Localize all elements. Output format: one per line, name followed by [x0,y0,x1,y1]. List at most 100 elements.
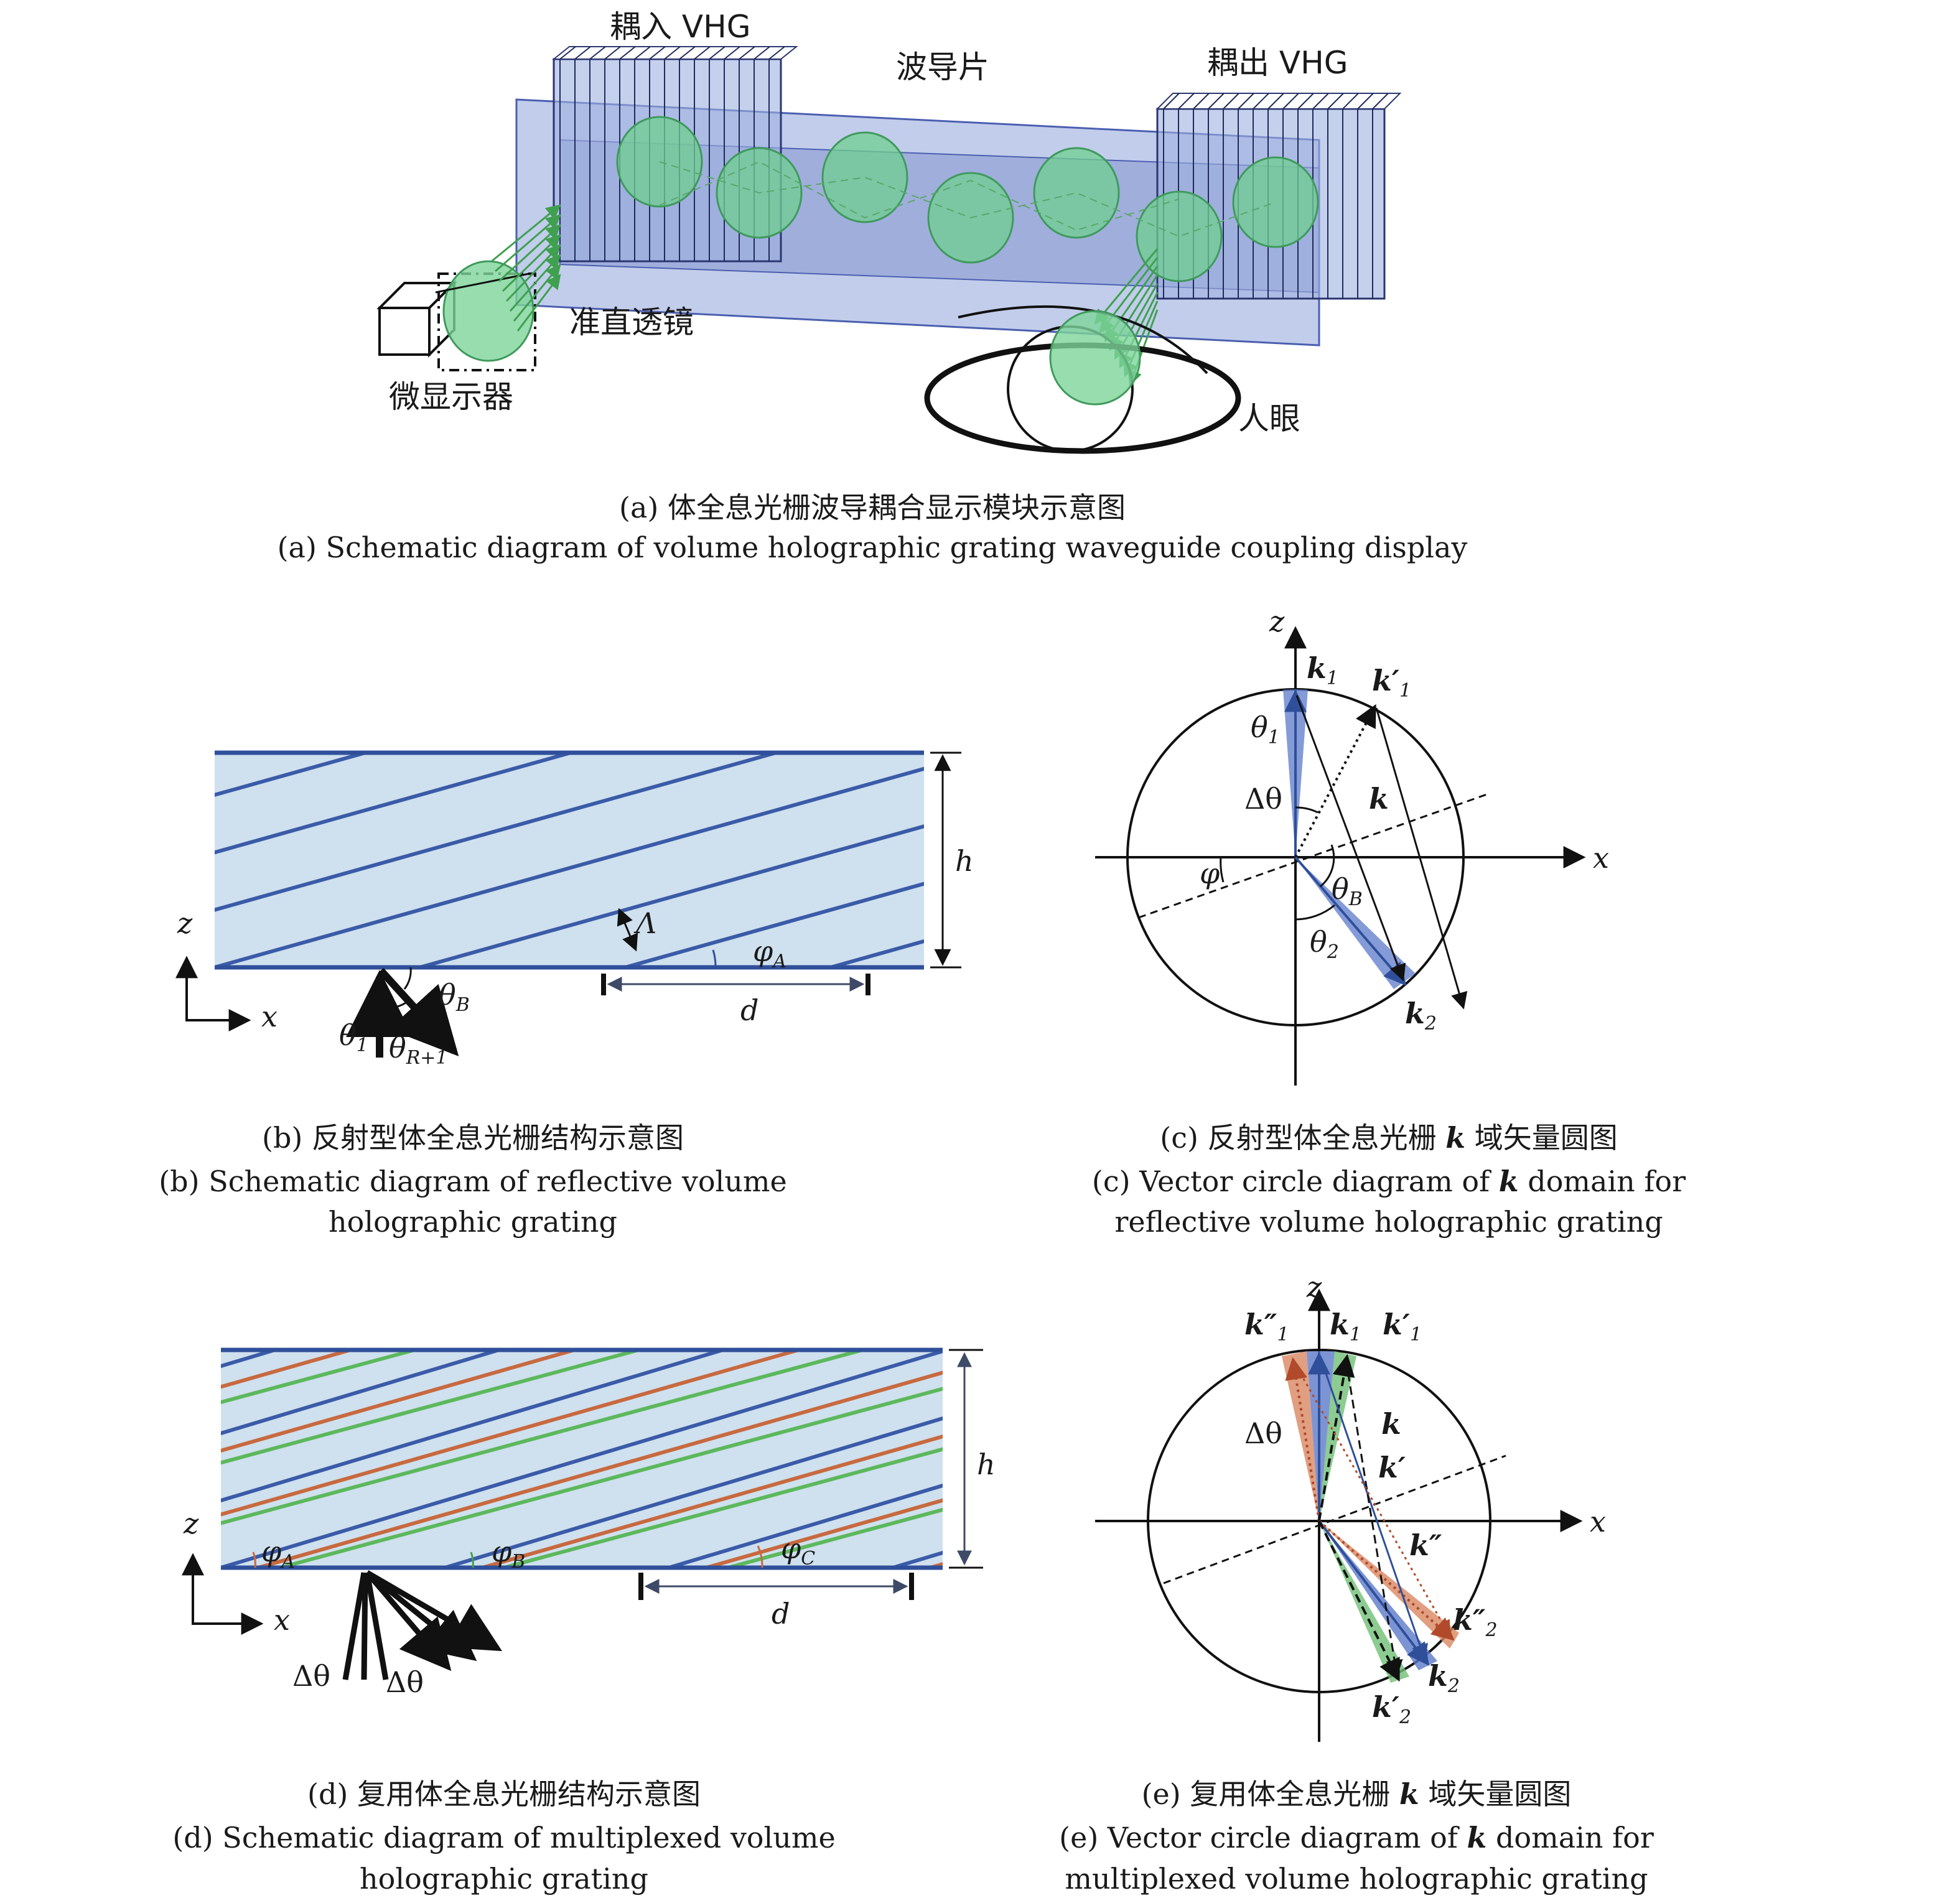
label-phiA: φA [261,1535,295,1573]
grating-body [215,753,924,967]
vhg-slab-top [754,46,770,60]
fringe-line [215,753,373,797]
vhg-slab-top [589,46,606,60]
label-kp-e: k′ [1378,1451,1406,1484]
vector-k-e [1319,1357,1428,1662]
fringe-line [1599,1299,1960,1635]
fringe-line [1092,1269,1960,1642]
vhg-slab-top [649,46,666,60]
fringe-line [221,1350,730,1503]
vhg-slab-top [1253,93,1269,109]
label-k1-e: k1 [1330,1308,1361,1346]
angle-arc-phi [712,949,717,968]
label-dtheta-1: Δθ [292,1659,330,1693]
zigzag-path [659,161,1276,238]
panel-a: 耦入 VHG 波导片 耦出 VHG 准直透镜 微显示器 人眼 (a) 体全息光栅… [278,9,1468,564]
axes-zx-d [182,1553,264,1635]
vhg-slab-top [1282,93,1299,109]
label-d-d: d [772,1597,790,1631]
vhg-slab-top [1163,93,1180,109]
fringe-line [1814,723,1960,1037]
axis-x-e: x [1590,1505,1606,1538]
label-k2-e: k2 [1428,1659,1460,1697]
caption-a-en: (a) Schematic diagram of volume holograp… [278,531,1468,564]
label-k1pp-e: k″1 [1244,1308,1289,1346]
caption-d-cn: (d) 复用体全息光栅结构示意图 [307,1777,701,1811]
fringe-line [221,1350,806,1517]
fringe-line [1577,1284,1960,1639]
wedge-blue-up [1307,1351,1335,1521]
microdisplay [376,280,457,358]
outgoing-ray [1094,248,1159,325]
label-k1-c: k1 [1307,651,1338,689]
vector-k2p-e [1318,1520,1400,1682]
fringe-line [413,824,924,967]
fringe-line [475,1434,943,1568]
panel-d: h φA φB φC d z x Δθ Δθ (d) 复用体全息光栅结构示 [172,1269,1960,1896]
incoming-ray [516,274,561,332]
vhg-slab-top [1238,93,1254,109]
vhg-slab-top [574,46,591,60]
panel-c: z x k1 k′1 θ1 Δθ k φ θB θ2 k2 (c) 反射型体全息… [1092,605,1686,1239]
label-coupling-out: 耦出 VHG [1207,45,1348,81]
fringe-line [1353,1284,1960,1639]
label-coupling-in: 耦入 VHG [610,9,750,45]
vhg-slab-top [604,46,621,60]
axis-z-d: z [183,1507,199,1540]
label-k-c: k [1369,782,1389,816]
vhg-slab-top [1327,93,1344,109]
multiplexed-fringes [221,1269,1960,1642]
caption-b-en-2: holographic grating [329,1205,617,1239]
fringe-line [215,753,783,912]
vhg-slab-top [739,46,755,60]
zigzag-path-2 [659,160,1180,231]
vhg-slab-top [1297,93,1314,109]
multiplexed-rays [342,1570,503,1680]
fringe-line [273,1387,943,1568]
label-dtheta-2: Δθ [386,1665,424,1699]
vector-kpp-e [1293,1362,1451,1638]
arc-phiC [757,1545,763,1568]
label-dtheta-c: Δθ [1244,782,1282,816]
vhg-slab-top [679,46,696,60]
label-k2-c: k2 [1405,997,1437,1035]
label-lambda: Λ [633,906,656,940]
fringe-line [992,723,1960,1037]
label-phi-c: φ [1200,857,1220,890]
caption-c-cn: (c) 反射型体全息光栅 k 域矢量圆图 [1160,1121,1617,1155]
caption-c-en-2: reflective volume holographic grating [1114,1205,1663,1239]
diffracted-ray [378,967,459,1056]
caption-e-en-1: (e) Vector circle diagram of k domain fo… [1059,1821,1654,1854]
label-k2pp-e: k″2 [1453,1603,1498,1641]
vhg-slab-top [1342,93,1359,109]
label-k1p-c: k′1 [1372,664,1411,702]
h-dimension-d [949,1349,983,1569]
panel-e: z x k″1 k1 k′1 Δθ k k′ k″ k″2 k2 k′2 (e)… [1059,1270,1654,1896]
label-theta1-c: θ1 [1251,710,1280,748]
fringe-line [1151,1299,1960,1635]
grating-fringes [215,723,1960,1037]
caption-d-en-2: holographic grating [360,1862,648,1896]
vector-k [1295,695,1406,982]
fringe-line [1801,1284,1960,1639]
vhg-slab-top [1267,93,1284,109]
wedge-green-up [1319,1351,1356,1521]
caption-a-cn: (a) 体全息光栅波导耦合显示模块示意图 [619,491,1126,524]
vector-k2pp-e [1318,1520,1455,1641]
lens-line [435,272,530,294]
beam-spot [1232,156,1319,248]
label-kpp-e: k″ [1409,1528,1442,1562]
fringe-line [215,753,578,855]
label-d: d [740,993,758,1027]
vhg-slab-top [768,46,785,60]
grating-plane-line-e [1163,1454,1506,1584]
label-waveguide: 波导片 [896,49,989,85]
axes-c [1095,626,1586,1086]
arc-phiB [470,1551,474,1568]
eye [924,305,1241,454]
arc-theta2 [1295,904,1335,921]
caption-b-en-1: (b) Schematic diagram of reflective volu… [159,1165,787,1198]
fringe-line [1403,723,1960,1037]
label-theta1: θ1 [339,1018,368,1056]
vhg-slab-top [1357,93,1374,109]
